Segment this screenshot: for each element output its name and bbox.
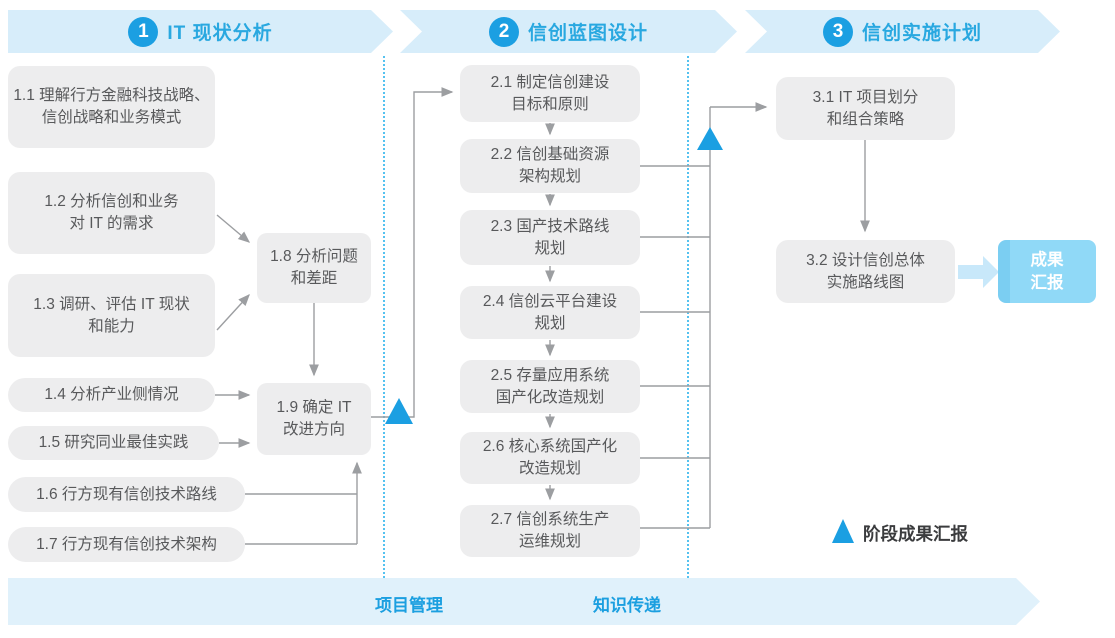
step-box-2-1: 2.1 制定信创建设 目标和原则: [460, 65, 640, 122]
step-box-1-8: 1.8 分析问题 和差距: [257, 233, 371, 303]
milestone-triangle-phase1: [385, 398, 413, 424]
step-box-1-9: 1.9 确定 IT 改进方向: [257, 383, 371, 455]
footer-knowledge-transfer-label: 知识传递: [593, 596, 661, 615]
step-box-1-3: 1.3 调研、评估 IT 现状 和能力: [8, 274, 215, 357]
phase-2-number-badge: 2: [489, 17, 519, 47]
phase-3-title: 信创实施计划: [861, 23, 982, 44]
phase-band-1: 1 IT 现状分析: [8, 10, 393, 53]
step-box-3-2: 3.2 设计信创总体 实施路线图: [776, 240, 955, 303]
step-box-2-3: 2.3 国产技术路线 规划: [460, 210, 640, 265]
phase-separator-1: [383, 56, 385, 578]
step-box-2-2: 2.2 信创基础资源 架构规划: [460, 139, 640, 193]
phase-3-number-badge: 3: [823, 17, 853, 47]
phase-band-2: 2 信创蓝图设计: [400, 10, 737, 53]
step-box-2-4: 2.4 信创云平台建设 规划: [460, 286, 640, 339]
step-box-1-2: 1.2 分析信创和业务 对 IT 的需求: [8, 172, 215, 254]
footer-ribbon: [8, 578, 1040, 625]
phase-1-title: IT 现状分析: [167, 23, 273, 44]
step-box-2-6: 2.6 核心系统国产化 改造规划: [460, 432, 640, 484]
step-box-1-4: 1.4 分析产业侧情况: [8, 378, 215, 412]
outcome-report-box: 成果 汇报: [998, 240, 1096, 303]
step-box-1-1: 1.1 理解行方金融科技战略、 信创战略和业务模式: [8, 66, 215, 148]
step-box-1-7: 1.7 行方现有信创技术架构: [8, 527, 245, 562]
phase-band-3: 3 信创实施计划: [745, 10, 1060, 53]
outcome-arrow-head: [983, 256, 999, 288]
phase-separator-2: [687, 56, 689, 578]
legend-triangle-icon: [832, 519, 854, 543]
outcome-arrow-shaft: [958, 265, 983, 279]
step-box-1-6: 1.6 行方现有信创技术路线: [8, 477, 245, 512]
phase-1-number-badge: 1: [128, 17, 158, 47]
legend-milestone-label: 阶段成果汇报: [863, 524, 968, 544]
phase-2-title: 信创蓝图设计: [527, 23, 648, 44]
step-box-2-5: 2.5 存量应用系统 国产化改造规划: [460, 360, 640, 413]
milestone-triangle-phase2: [697, 127, 723, 150]
step-box-1-5: 1.5 研究同业最佳实践: [8, 426, 219, 460]
footer-project-management-label: 项目管理: [375, 596, 443, 615]
step-box-2-7: 2.7 信创系统生产 运维规划: [460, 505, 640, 557]
step-box-3-1: 3.1 IT 项目划分 和组合策略: [776, 77, 955, 140]
